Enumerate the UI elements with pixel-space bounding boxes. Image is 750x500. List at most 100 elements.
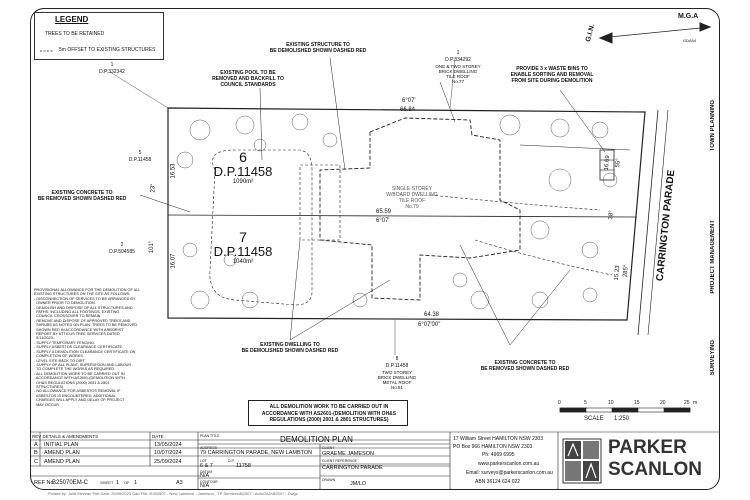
callout-waste: PROVIDE 3 x WASTE BINS TO ENABLE SORTING… [510, 66, 594, 84]
scale-unit: m [693, 400, 698, 406]
dim-bottom-bearing: 6°07'00" [418, 322, 441, 328]
side-label-surveying: SURVEYING [710, 340, 716, 376]
demolition-standard-text: ALL DEMOLITION WORK TO BE CARRIED OUT IN… [261, 404, 397, 423]
callout-concrete-right: EXISTING CONCRETE TO BE REMOVED SHOWN DA… [480, 360, 570, 372]
scale-tick: 15 [634, 400, 640, 406]
datum-value: N/A [200, 473, 210, 479]
lot-7-label: 7 D.P.11458 1040m² [213, 229, 273, 266]
lot-area: 1090m² [232, 179, 254, 185]
neighbour-lot-dp: D.P.11458 [128, 157, 152, 163]
callout-pool: EXISTING POOL TO BE REMOVED AND BACKFILL… [212, 70, 284, 88]
dim-top-length: 66.84 [400, 107, 416, 113]
rev-date: 25/09/2024 [154, 459, 182, 465]
callout-concrete-left: EXISTING CONCRETE TO BE REMOVED SHOWN DA… [37, 190, 127, 202]
plan-title: DEMOLITION PLAN [280, 435, 353, 444]
sheet-size: A3 [176, 480, 183, 486]
rev-letter: B [34, 450, 38, 456]
lot-dp: D.P.11458 [213, 164, 273, 179]
demolition-standard-box: ALL DEMOLITION WORK TO BE CARRIED OUT IN… [248, 400, 408, 426]
neighbour-lot-num: 5 [138, 150, 142, 156]
scale-ratio: 1:250 [614, 416, 630, 422]
scale-tick: 0 [558, 400, 561, 406]
dim-mid-length: 65.59 [376, 209, 392, 215]
lot-6-label: 6 D.P.11458 1090m² [213, 149, 273, 186]
lot-value: 6 & 7 [200, 463, 213, 469]
neighbour-desc: TWO STOREY BRICK DWELLING METAL ROOF No.… [377, 370, 417, 390]
drawn-label: DRAWN [322, 478, 336, 482]
company-abn: ABN 36124 624 022 [475, 479, 521, 485]
company-email: Email: surveys@parkerscanlon.com.au [466, 470, 553, 476]
dim-angle-r1: 55° [615, 158, 622, 168]
sheet-number: 1 [116, 480, 120, 486]
lot-area: 1040m² [232, 259, 254, 265]
lot-number: 7 [239, 229, 247, 245]
company-phone: Ph: 4969 6995 [482, 452, 515, 458]
north-mga-sub: GDA94 [683, 38, 697, 43]
plot-footer: Plotted by: Julie Mcvean Plot Date: 25/0… [48, 491, 298, 496]
rev-date: 10/07/2024 [154, 450, 182, 456]
company-logo-mark [562, 438, 602, 484]
dim-angle-r3: 285° [622, 264, 630, 278]
ref-label: REF No [34, 480, 54, 486]
neighbour-lot-num: 1 [110, 62, 114, 68]
dim-angle-r2: 38° [608, 210, 615, 220]
building-label: SINGLE STOREY W/BOARD DWELLING TILE ROOF… [386, 186, 438, 210]
of-label: OF [124, 480, 130, 485]
lot-dp: D.P.11458 [213, 244, 273, 259]
dp-label: D.P. [228, 459, 235, 463]
side-label-town-planning: TOWN PLANNING [710, 100, 716, 152]
date-header: DATE [152, 434, 164, 439]
datum-label: DATUM [200, 470, 213, 474]
ref-number: B25070EM-C [52, 480, 89, 486]
scale-tick: 10 [608, 400, 614, 406]
neighbour-lot-dp: D.P.334292 [445, 57, 471, 63]
neighbour-lot-num: 2 [120, 242, 124, 248]
dim-angle-left1: 23° [150, 183, 157, 193]
legend-box: LEGEND TREES TO BE RETAINED 5m OFFSET TO… [34, 12, 164, 60]
client-ref-value: CARRINGTON PARADE [322, 465, 383, 471]
contour-label: CONTOUR [200, 480, 218, 484]
neighbour-lot-dp: D.P.332342 [99, 69, 125, 75]
neighbour-lot-num: 8 [395, 356, 399, 362]
rev-letter: C [34, 459, 38, 465]
lot-number: 6 [239, 149, 247, 165]
legend-title: LEGEND [55, 15, 89, 24]
company-name-line1: PARKER [608, 437, 687, 458]
scale-tick: 25 [684, 400, 690, 406]
client-value: GRAEME JAMESON [322, 451, 374, 457]
north-mga-label: M.G.A [678, 13, 699, 20]
lot-label: LOT [200, 459, 207, 463]
dp-value: 11758 [236, 463, 251, 469]
client-label: CLIENT [322, 446, 335, 450]
sheet-label: SHEET [100, 480, 114, 485]
provisional-notes: PROVISIONAL ALLOWANCE FOR THE DEMOLITION… [34, 288, 141, 407]
dim-mid-bearing: 6°07' [376, 218, 390, 224]
rev-details: INITIAL PLAN [44, 442, 79, 448]
contour-value: N/A [200, 483, 210, 489]
side-label-project-management: PROJECT MANAGEMENT [710, 220, 716, 294]
drawn-value: JM/LO [350, 481, 367, 487]
scale-tick: 20 [660, 400, 666, 406]
company-address2: PO Box 966 HAMILTON NSW 2303 [453, 444, 533, 450]
company-address1: 17 William Street HAMILTON NSW 2303 [453, 436, 544, 442]
legend-item-trees: TREES TO BE RETAINED [45, 31, 105, 37]
company-web: www.parkerscanlon.com.au [478, 461, 540, 467]
rev-details: AMEND PLAN [44, 459, 80, 465]
client-ref-label: CLIENT REFERENCE [322, 459, 357, 463]
neighbour-lot-dp: D.P.504585 [109, 249, 135, 255]
of-number: 1 [134, 480, 138, 486]
rev-header: REV DETAILS & AMENDMENTS [32, 434, 99, 439]
scale-label: SCALE [584, 416, 604, 422]
callout-dwelling: EXISTING DWELLING TO BE DEMOLISHED SHOWN… [241, 342, 339, 354]
dim-bottom-length: 64.38 [424, 312, 440, 318]
address-value: 79 CARRINGTON PARADE, NEW LAMBTON [200, 450, 313, 456]
company-name-line2: SCANLON [608, 459, 702, 480]
dim-angle-left2: 101° [149, 240, 156, 254]
dim-left1: 16.53 [170, 163, 177, 179]
neighbour-desc: ONE & TWO STOREY BRICK DWELLING TILE ROO… [435, 64, 481, 84]
callout-structure: EXISTING STRUCTURE TO BE DEMOLISHED SHOW… [269, 42, 367, 54]
address-label: ADDRESS [200, 446, 217, 450]
plan-title-label: PLAN TITLE [200, 434, 220, 438]
